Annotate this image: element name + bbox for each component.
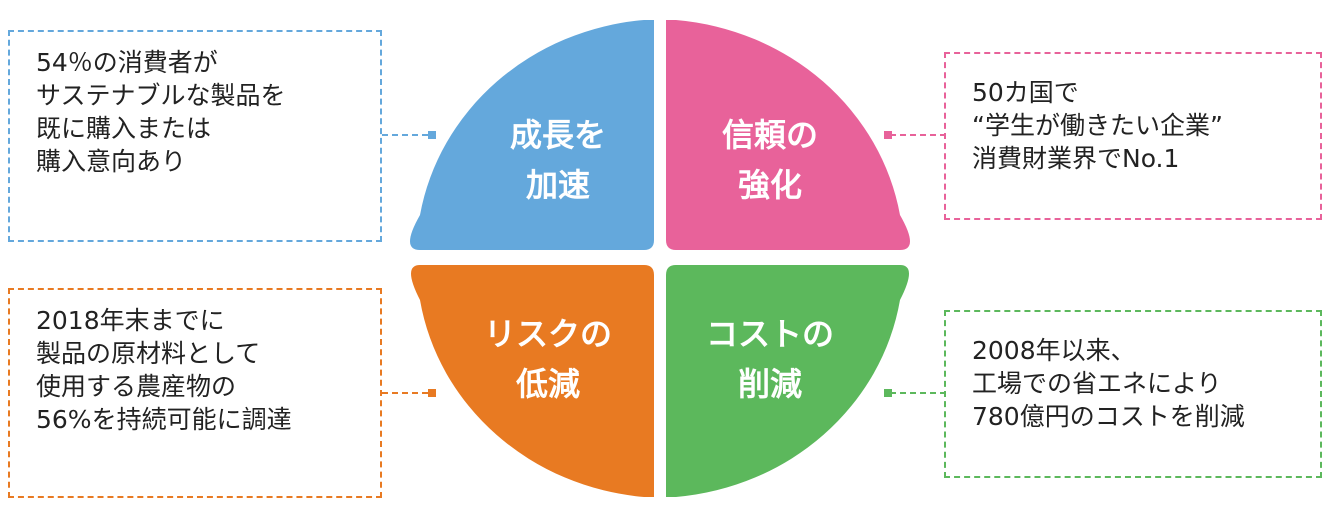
callout-bottom-left: 2018年末までに 製品の原材料として 使用する農産物の 56%を持続可能に調達 [8,288,382,498]
callout-line: 780億円のコストを削減 [972,402,1245,431]
quadrant-cost-label-1: コストの [706,315,834,353]
quadrant-growth-label-1: 成長を [510,116,606,154]
callout-top-right: 50カ国で “学生が働きたい企業” 消費財業界でNo.1 [944,52,1322,220]
connector-bottom-left [382,389,436,397]
quadrant-growth-label-2: 加速 [526,166,590,204]
callout-top-left: 54％の消費者が サステナブルな製品を 既に購入または 購入意向あり [8,30,382,242]
callout-line: 50カ国で [972,78,1079,107]
callout-line: 2018年末までに [36,306,225,335]
callout-line: 消費財業界でNo.1 [972,144,1180,173]
callout-bottom-right: 2008年以来、 工場での省エネにより 780億円のコストを削減 [944,310,1322,478]
callout-line: 54％の消費者が [36,48,218,77]
quadrant-trust-label-2: 強化 [738,166,802,204]
connector-top-right [884,131,944,139]
quadrant-risk [411,265,654,497]
callout-line: 既に購入または [36,114,212,143]
callout-line: “学生が働きたい企業” [972,111,1223,140]
callout-line: 使用する農産物の [36,372,237,401]
quadrant-cost [666,265,909,497]
quadrant-risk-label-1: リスクの [484,315,612,353]
connector-top-left [382,131,436,139]
quadrant-growth [410,20,654,250]
quadrant-risk-label-2: 低減 [516,365,580,403]
callout-line: 製品の原材料として [36,339,261,368]
quadrant-trust-label-1: 信頼の [722,116,818,154]
callout-line: サステナブルな製品を [36,81,286,110]
callout-line: 2008年以来、 [972,336,1136,365]
callout-line: 工場での省エネにより [972,369,1222,398]
callout-line: 56%を持続可能に調達 [36,405,292,434]
connector-bottom-right [884,389,944,397]
quadrant-cost-label-2: 削減 [738,365,802,403]
callout-line: 購入意向あり [36,147,187,176]
quadrant-trust [666,20,910,250]
